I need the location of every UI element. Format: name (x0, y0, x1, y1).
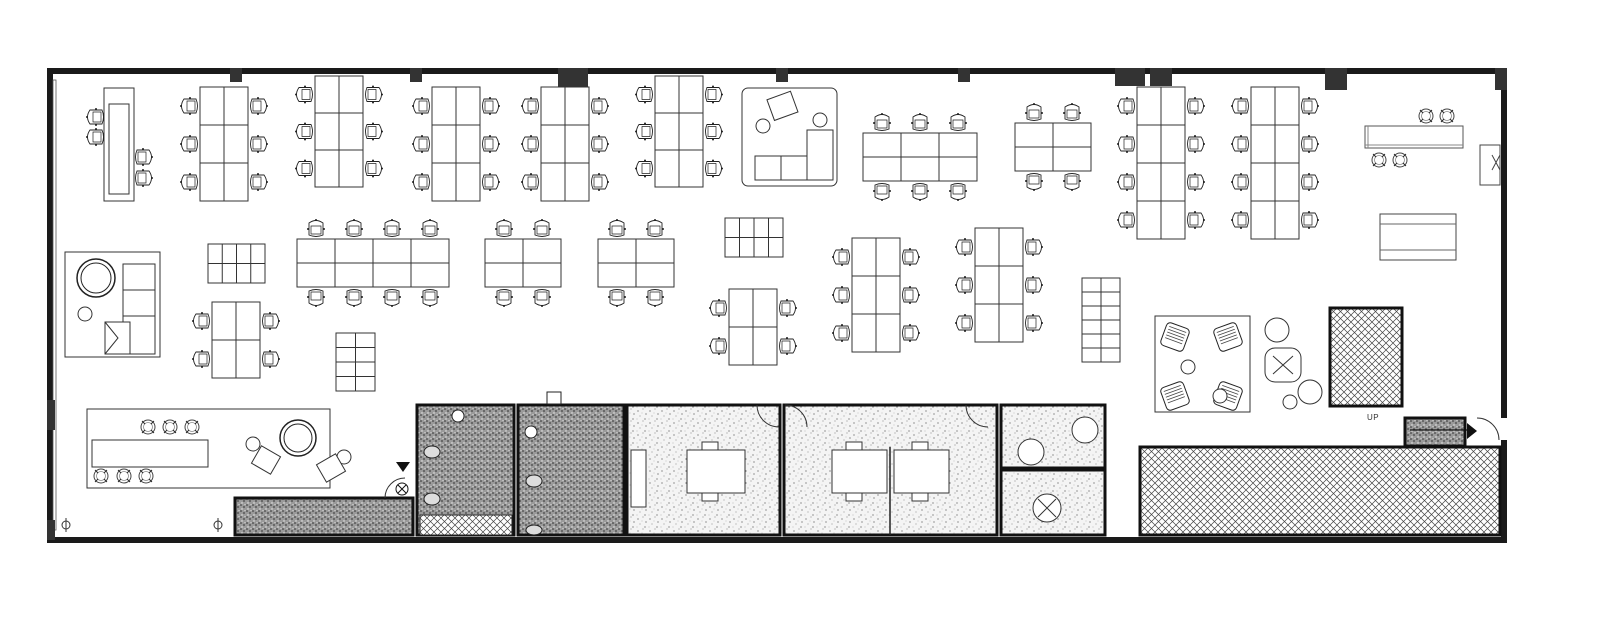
stair-right-marker (1410, 417, 1500, 441)
storage-unit (1081, 277, 1121, 363)
stair-left (233, 496, 415, 537)
workstation-cluster (411, 86, 501, 202)
workstation-cluster (520, 86, 610, 202)
bar-counter-right (1364, 108, 1501, 261)
bench-table-left (85, 87, 154, 202)
lounge-seating-right (1154, 315, 1323, 413)
kitchen-island-lounge (86, 408, 352, 489)
restroom-fixtures (419, 391, 562, 536)
workstation-cluster (191, 301, 281, 379)
workstation-cluster (954, 227, 1044, 343)
storage-unit (207, 243, 266, 284)
column-markers (61, 518, 223, 532)
storage-unit (724, 217, 784, 258)
storage-layer (207, 217, 1121, 392)
workstation-cluster (831, 237, 921, 353)
core-shaft (1328, 306, 1404, 408)
workstations-layer (179, 75, 1320, 379)
workstation-cluster (1014, 102, 1092, 192)
workstation-cluster (1116, 86, 1206, 240)
workstation-cluster (294, 75, 384, 188)
workstation-cluster (634, 75, 724, 188)
lounge-sofa-left (64, 251, 161, 358)
restroom-2 (516, 403, 626, 537)
exterior-walls (47, 68, 1507, 543)
stair-right (1403, 416, 1467, 448)
service-area (1138, 445, 1502, 537)
office-furniture (630, 404, 1099, 535)
workstation-cluster (296, 218, 450, 308)
storage-unit (335, 332, 376, 392)
workstation-cluster (597, 218, 675, 308)
workstation-cluster (862, 112, 978, 202)
workstation-cluster (708, 288, 798, 366)
workstation-cluster (179, 86, 269, 202)
stair-up-label: UP (1367, 413, 1380, 422)
lounge-sofa-center (741, 87, 838, 187)
exit-marker-left (384, 462, 410, 499)
workstation-cluster (484, 218, 562, 308)
workstation-cluster (1230, 86, 1320, 240)
